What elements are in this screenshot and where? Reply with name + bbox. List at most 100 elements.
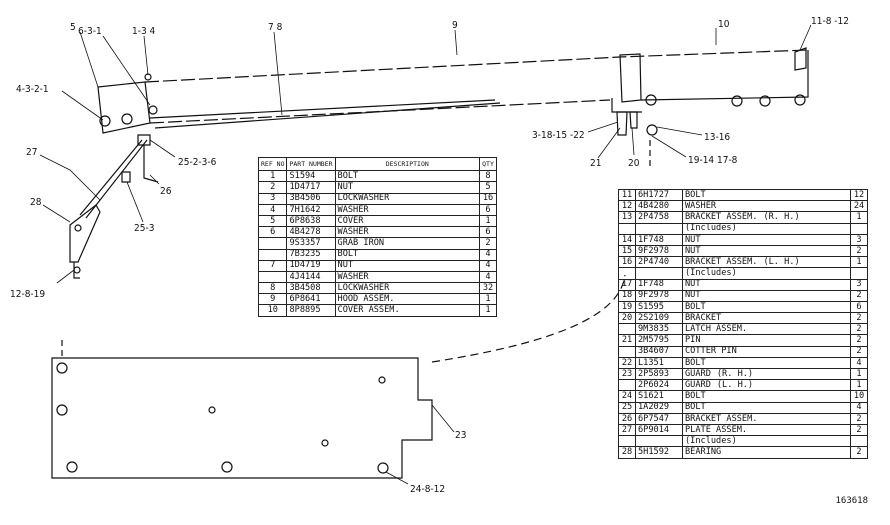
description-cell: (Includes) xyxy=(682,222,851,235)
ref-no-cell: 17 xyxy=(618,278,636,291)
qty-cell: 24 xyxy=(850,200,868,213)
part-number-cell: 1D4717 xyxy=(286,181,336,194)
qty-cell: 1 xyxy=(479,293,497,306)
description-cell: LATCH ASSEM. xyxy=(682,323,851,336)
description-text: LOCKWASHER xyxy=(337,282,390,293)
ref-no-cell: 23 xyxy=(618,367,636,381)
ref-no-cell: 1 xyxy=(257,170,288,183)
callout-3-18-15-22: 3-18-15 -22 xyxy=(532,130,585,141)
qty-cell xyxy=(850,435,868,448)
callout-9: 9 xyxy=(452,20,458,31)
part-number-cell: 2P4758 xyxy=(635,211,683,224)
ref-no-cell: 10 xyxy=(257,304,288,317)
ref-no-cell: 7 xyxy=(257,259,288,272)
qty-cell: 8 xyxy=(479,170,497,183)
description-cell: BOLT xyxy=(682,390,851,403)
description-cell: PLATE ASSEM. xyxy=(682,423,851,437)
part-number-cell: 9S3357 xyxy=(286,237,336,250)
figure-number: 163618 xyxy=(835,496,868,506)
ref-no-cell: 18 xyxy=(618,289,636,302)
ref-no-cell: 13 xyxy=(618,211,636,224)
description-text: WASHER xyxy=(337,271,369,282)
qty-cell: 2 xyxy=(850,423,868,437)
callout-4-3-2-1: 4-3-2-1 xyxy=(16,84,49,95)
qty-cell: 16 xyxy=(479,192,497,205)
description-cell: NUT xyxy=(682,233,851,246)
qty-cell xyxy=(850,267,868,280)
ref-no-cell: 24 xyxy=(618,390,636,403)
callout-23: 23 xyxy=(455,430,466,441)
header-ref-no: REF NO xyxy=(257,156,288,172)
description-text: WASHER xyxy=(685,200,717,211)
description-cell: WASHER xyxy=(334,270,481,284)
callout-25-3: 25-3 xyxy=(134,223,154,234)
table-row: (Includes) xyxy=(618,222,868,235)
ref-no-cell: 12 xyxy=(618,200,636,213)
callout-19-14-17-8: 19-14 17-8 xyxy=(688,155,738,166)
callout-11-8-12: 11-8 -12 xyxy=(811,16,849,27)
description-text: NUT xyxy=(685,234,701,245)
description-cell: (Includes) xyxy=(682,435,851,448)
description-cell: BOLT xyxy=(682,188,851,202)
qty-cell: 6 xyxy=(479,203,497,216)
callout-7-8: 7 8 xyxy=(268,22,283,33)
description-cell: (Includes) xyxy=(682,267,851,280)
part-number-cell: 6P8638 xyxy=(286,214,336,228)
description-cell: GRAB IRON xyxy=(334,237,481,250)
ref-no-cell: 28 xyxy=(618,446,636,459)
part-number-cell: 1F748 xyxy=(635,278,683,291)
qty-cell: 1 xyxy=(479,214,497,228)
description-text: (Includes) xyxy=(685,223,737,234)
ref-no-cell: 3 xyxy=(257,192,288,205)
qty-cell: 2 xyxy=(850,312,868,325)
ref-no-cell: 14 xyxy=(618,233,636,246)
description-text: BOLT xyxy=(337,170,359,181)
header-description: DESCRIPTION xyxy=(334,156,481,172)
description-cell: BOLT xyxy=(334,170,481,183)
description-text: LOCKWASHER xyxy=(337,193,390,204)
guard-plate xyxy=(51,357,433,479)
part-number-cell: 4B4278 xyxy=(286,226,336,239)
description-cell: WASHER xyxy=(334,203,481,216)
description-cell: GUARD(R. H.) xyxy=(682,367,851,381)
description-text: BOLT xyxy=(685,391,706,402)
part-number-cell: 1F748 xyxy=(635,233,683,246)
part-number-cell xyxy=(635,222,683,235)
description-cell: PIN xyxy=(682,334,851,347)
ref-no-cell: 21 xyxy=(618,334,636,347)
part-number-cell: 5H1592 xyxy=(635,446,683,459)
qty-cell: 3 xyxy=(850,233,868,246)
callout-1-3-4: 1-3 4 xyxy=(132,26,156,37)
ref-no-cell xyxy=(618,379,636,392)
description-note: (R. H.) xyxy=(763,212,800,223)
qty-cell: 5 xyxy=(479,181,497,194)
ref-no-cell: 25 xyxy=(618,401,636,414)
part-number-cell: 6H1727 xyxy=(635,188,683,202)
qty-cell: 12 xyxy=(850,188,868,202)
part-number-cell: 7H1642 xyxy=(286,203,336,216)
part-number-cell: 4B4280 xyxy=(635,200,683,213)
description-cell: COVER xyxy=(334,214,481,228)
ref-no-cell: 27 xyxy=(618,423,636,437)
description-text: GUARD xyxy=(685,368,711,379)
description-cell: BOLT xyxy=(682,356,851,370)
description-text: BOLT xyxy=(685,402,706,413)
ref-no-cell: 9 xyxy=(257,293,288,306)
qty-cell: 6 xyxy=(850,300,868,314)
description-text: BRACKET ASSEM. xyxy=(685,413,758,424)
description-cell: COTTER PIN xyxy=(682,345,851,358)
